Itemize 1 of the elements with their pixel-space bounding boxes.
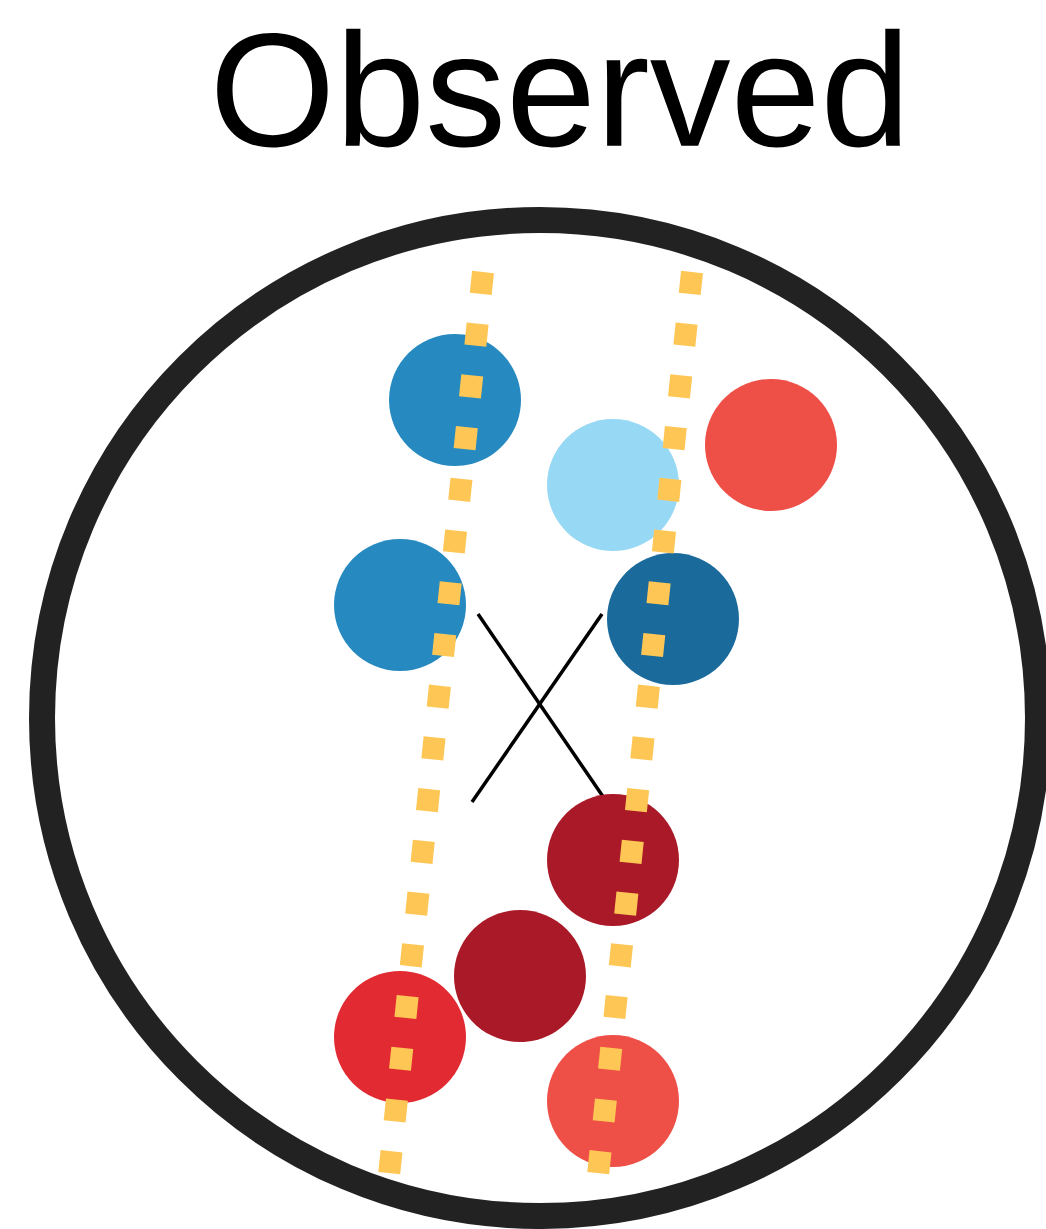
title: Observed bbox=[217, 28, 900, 148]
